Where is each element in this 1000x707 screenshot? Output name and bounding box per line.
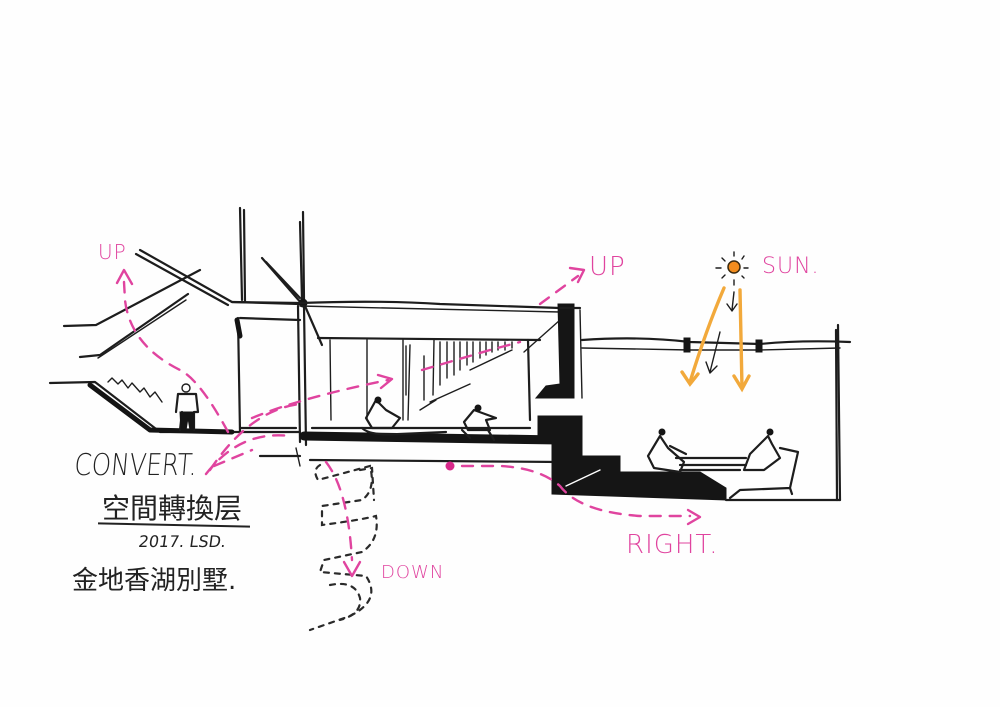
title-convert: CONVERT. <box>72 448 199 483</box>
label-up-right: UP <box>589 252 626 282</box>
seated-figure-sofa-right-icon <box>728 428 800 500</box>
columns <box>234 206 324 447</box>
label-sun: SUN. <box>762 254 820 279</box>
label-right: RIGHT. <box>626 530 719 560</box>
lounge-floor <box>238 396 565 467</box>
sunken-living-room <box>580 323 852 502</box>
sun-rays <box>680 286 751 393</box>
label-up-left: UP <box>98 240 127 264</box>
origin-dot <box>445 461 455 471</box>
circulation-paths <box>115 266 702 578</box>
label-down: DOWN <box>381 562 445 583</box>
spiral-stair-outline <box>308 463 378 632</box>
sun-icon <box>715 251 749 286</box>
central-roof <box>230 300 562 342</box>
seated-figure-right-icon <box>460 404 498 442</box>
date-signature: 2017. LSD. <box>137 532 228 551</box>
left-stair-structure <box>48 248 302 435</box>
seated-figure-sofa-left-icon <box>646 428 688 474</box>
standing-figure-icon <box>174 383 200 432</box>
void-slat-screen <box>329 319 561 422</box>
title-chinese: 空間轉換层 <box>102 492 243 525</box>
project-name: 金地香湖別墅. <box>72 566 237 596</box>
black-retaining-wall <box>534 303 727 501</box>
seated-figure-left-icon <box>360 396 448 436</box>
